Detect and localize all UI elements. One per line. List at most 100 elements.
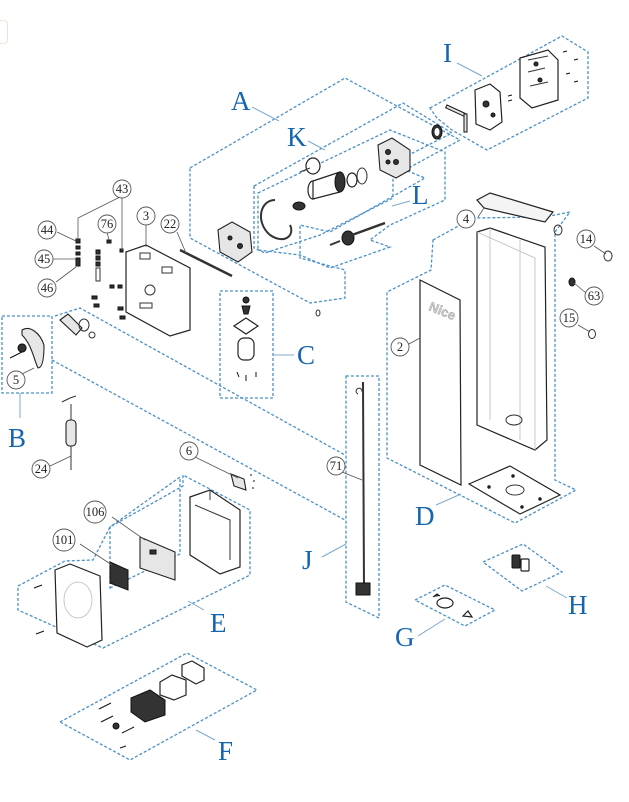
- part-gear-plate: [474, 83, 503, 131]
- callout-63[interactable]: 63: [584, 286, 604, 306]
- part-motor-flange: [217, 221, 253, 263]
- callout-6[interactable]: 6: [179, 441, 199, 461]
- svg-text:6: 6: [186, 444, 192, 458]
- group-label-h[interactable]: H: [568, 590, 588, 620]
- group-label-k[interactable]: K: [287, 122, 307, 152]
- svg-text:43: 43: [116, 182, 129, 196]
- group-outline-a: [189, 77, 462, 304]
- leader-71: [341, 471, 363, 481]
- leader-106: [111, 516, 146, 541]
- group-label-b[interactable]: B: [8, 423, 26, 453]
- callout-44[interactable]: 44: [37, 220, 57, 240]
- callout-101[interactable]: 101: [52, 528, 76, 552]
- callout-76[interactable]: 76: [97, 214, 117, 234]
- page-edge-mark: [0, 20, 8, 44]
- callout-43[interactable]: 43: [112, 179, 132, 199]
- leader-22: [176, 231, 187, 254]
- svg-text:45: 45: [38, 252, 51, 266]
- part-pins-i: [445, 104, 468, 133]
- part-module-101: [109, 561, 129, 591]
- callout-46[interactable]: 46: [37, 278, 57, 298]
- group-label-i[interactable]: I: [443, 38, 452, 68]
- leader-46: [55, 266, 77, 283]
- svg-text:4: 4: [463, 212, 470, 226]
- leader-63: [573, 282, 587, 294]
- group-outline-band: [54, 307, 346, 456]
- leader-k: [307, 140, 326, 151]
- part-main-plate: [125, 244, 191, 337]
- group-label-f[interactable]: F: [218, 736, 233, 766]
- part-bracket-6: [230, 473, 255, 491]
- svg-text:22: 22: [164, 217, 177, 231]
- leader-2: [406, 337, 421, 346]
- group-outline-c: [219, 290, 274, 399]
- svg-text:71: 71: [330, 459, 343, 473]
- callout-22[interactable]: 22: [160, 214, 180, 234]
- group-label-c[interactable]: C: [297, 340, 315, 370]
- part-output-shaft: [292, 167, 368, 211]
- group-label-d[interactable]: D: [415, 501, 435, 531]
- callout-3[interactable]: 3: [136, 206, 156, 226]
- group-label-g[interactable]: G: [395, 622, 415, 652]
- callout-24[interactable]: 24: [31, 459, 51, 479]
- leader-43a: [77, 195, 123, 240]
- callout-15[interactable]: 15: [559, 308, 579, 328]
- group-label-a[interactable]: A: [231, 86, 251, 116]
- callout-106[interactable]: 106: [83, 500, 107, 524]
- svg-text:2: 2: [397, 340, 403, 354]
- group-label-l[interactable]: L: [412, 180, 429, 210]
- part-rod-22: [179, 248, 233, 278]
- part-spring-24: [61, 395, 77, 470]
- svg-text:101: 101: [55, 533, 74, 547]
- leader-a: [251, 106, 280, 122]
- part-control-box: [189, 489, 241, 575]
- part-gearbox-housing: [519, 49, 559, 109]
- part-gear-cover: [377, 137, 411, 179]
- callout-2[interactable]: 2: [390, 337, 410, 357]
- part-door-panel-2: Nice: [419, 279, 462, 486]
- leader-e: [187, 600, 205, 611]
- group-outline-i: [429, 35, 589, 151]
- part-grommets: [553, 224, 613, 339]
- svg-text:76: 76: [101, 217, 114, 231]
- group-outline-g: [413, 584, 497, 627]
- part-base-plate: [467, 465, 562, 515]
- leader-j: [321, 543, 347, 558]
- group-label-j[interactable]: J: [302, 545, 313, 575]
- group-outline-j: [345, 375, 380, 620]
- leader-d: [435, 493, 462, 506]
- group-label-e[interactable]: E: [210, 608, 227, 638]
- part-circlip: [260, 199, 293, 241]
- part-screws-i: [507, 50, 579, 102]
- group-outline-l: [257, 129, 446, 269]
- part-bracket: [59, 313, 96, 339]
- group-outline-f: [58, 652, 259, 761]
- group-outline-k: [253, 102, 454, 254]
- callout-4[interactable]: 4: [456, 209, 476, 229]
- group-outline-band-lower: [51, 359, 346, 521]
- svg-text:24: 24: [35, 462, 48, 476]
- leader-15: [577, 324, 591, 333]
- leader-f: [195, 729, 216, 741]
- callout-14[interactable]: 14: [576, 229, 596, 249]
- svg-text:15: 15: [563, 311, 576, 325]
- group-outline-e: [17, 473, 251, 649]
- leader-l: [391, 200, 411, 207]
- svg-text:14: 14: [580, 232, 593, 246]
- leader-44: [56, 231, 77, 242]
- svg-text:44: 44: [41, 223, 54, 237]
- leader-5: [21, 367, 35, 375]
- callout-45[interactable]: 45: [34, 249, 54, 269]
- part-top-cover-4: [476, 192, 555, 223]
- leader-g: [417, 618, 446, 637]
- svg-text:5: 5: [13, 373, 19, 387]
- leader-24: [49, 455, 72, 467]
- svg-text:3: 3: [143, 209, 149, 223]
- part-bolts-left: [75, 238, 126, 320]
- part-hinge-h: [511, 554, 530, 572]
- group-outline-b: [1, 315, 53, 394]
- leader-101: [79, 543, 113, 566]
- callout-5[interactable]: 5: [6, 370, 26, 390]
- callout-71[interactable]: 71: [326, 456, 346, 476]
